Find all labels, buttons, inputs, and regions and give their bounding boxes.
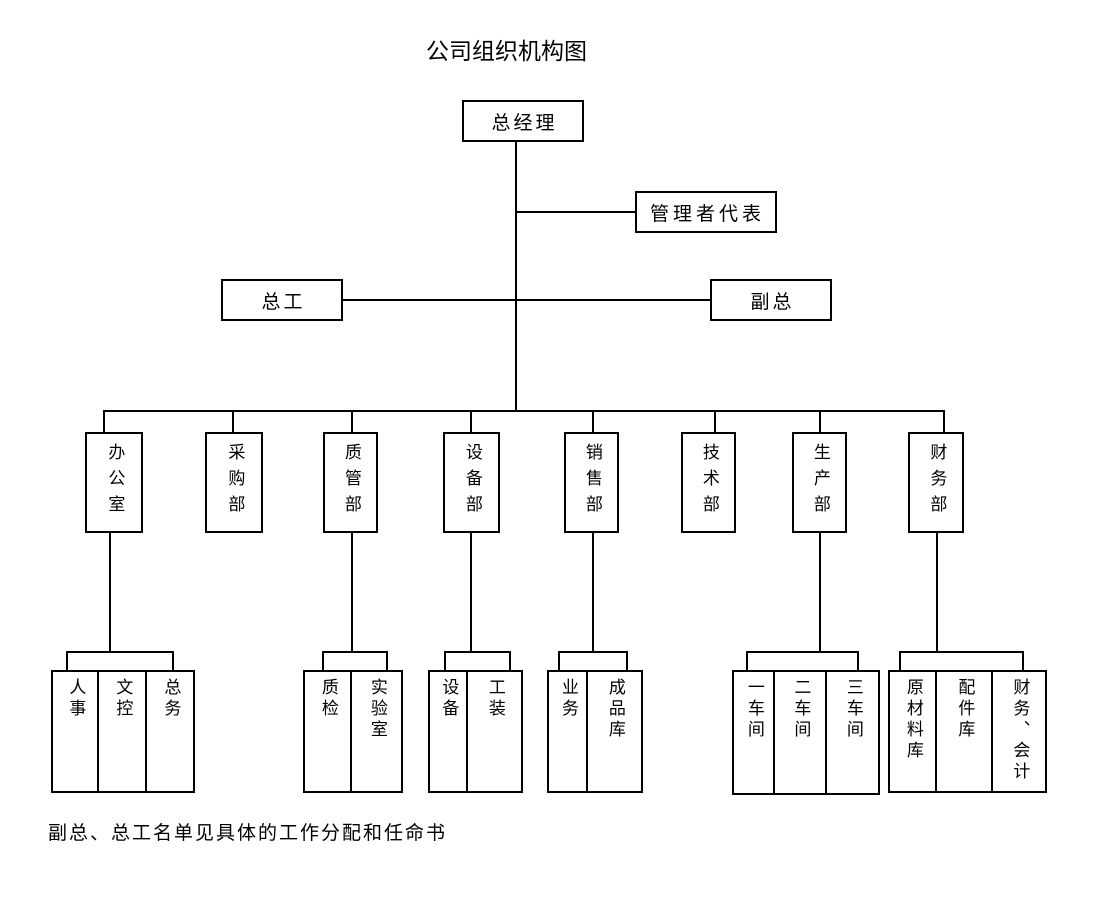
box-sub-tooling: 工装 [466, 670, 523, 793]
box-sub-finance-accounting: 财务、会计 [991, 670, 1047, 793]
connector-bracket-stub [899, 651, 901, 672]
connector-dropline [819, 531, 821, 653]
connector-bracket-bar [66, 651, 174, 653]
connector-stub [819, 410, 821, 433]
connector-dropline [109, 531, 111, 653]
box-sub-raw-material-warehouse: 原材料库 [888, 670, 937, 793]
dept-label: 生产部 [810, 443, 830, 521]
connector-stub [232, 410, 234, 433]
connector-stub [592, 410, 594, 433]
box-dept-equipment: 设备部 [443, 432, 500, 533]
box-dept-technology: 技术部 [681, 432, 736, 533]
dept-label: 办公室 [105, 443, 125, 521]
connector-staff-row [342, 299, 711, 301]
connector-stub [714, 410, 716, 433]
connector-bracket-bar [444, 651, 511, 653]
connector-mgmt-rep [515, 211, 636, 213]
connector-bracket-stub [386, 651, 388, 672]
connector-bracket-stub [509, 651, 511, 672]
sub-label: 三车间 [843, 678, 863, 741]
connector-bracket-stub [444, 651, 446, 672]
connector-dropline [470, 531, 472, 653]
sub-label: 人事 [66, 678, 86, 720]
connector-bracket-bar [322, 651, 388, 653]
box-chief-engineer: 总工 [221, 279, 343, 321]
connector-bracket-bar [558, 651, 628, 653]
dept-label: 设备部 [462, 443, 482, 521]
connector-bracket-bar [899, 651, 1024, 653]
box-sub-finished-goods-warehouse: 成品库 [586, 670, 643, 793]
box-sub-workshop-1: 一车间 [732, 670, 775, 795]
box-sub-laboratory: 实验室 [350, 670, 403, 793]
box-dept-purchasing: 采购部 [205, 432, 263, 533]
connector-stub [351, 410, 353, 433]
sub-label: 文控 [113, 678, 133, 720]
connector-stub [103, 410, 105, 433]
box-sub-workshop-2: 二车间 [773, 670, 827, 795]
box-sub-business: 业务 [547, 670, 588, 793]
connector-bracket-stub [558, 651, 560, 672]
box-dept-finance: 财务部 [908, 432, 964, 533]
sub-label: 业务 [558, 678, 578, 720]
connector-dropline [936, 531, 938, 653]
connector-bracket-stub [626, 651, 628, 672]
connector-bracket-stub [746, 651, 748, 672]
dept-label: 销售部 [582, 443, 602, 521]
connector-trunk [515, 141, 517, 412]
connector-bracket-stub [66, 651, 68, 672]
dept-label: 采购部 [225, 443, 245, 521]
box-dept-office: 办公室 [85, 432, 143, 533]
sub-label: 设备 [439, 678, 459, 720]
sub-label: 配件库 [955, 678, 975, 741]
dept-label: 财务部 [927, 443, 947, 521]
connector-stub [470, 410, 472, 433]
sub-label: 财务、会计 [1010, 678, 1030, 783]
box-dept-production: 生产部 [792, 432, 847, 533]
box-deputy-general-manager: 副总 [710, 279, 832, 321]
footnote: 副总、总工名单见具体的工作分配和任命书 [48, 823, 448, 844]
box-management-representative: 管理者代表 [635, 191, 777, 233]
connector-bracket-bar [746, 651, 859, 653]
box-sub-parts-warehouse: 配件库 [935, 670, 993, 793]
sub-label: 原材料库 [903, 678, 923, 762]
sub-label: 总务 [161, 678, 181, 720]
dept-label: 技术部 [699, 443, 719, 521]
connector-bracket-stub [322, 651, 324, 672]
sub-label: 二车间 [791, 678, 811, 741]
box-sub-general-affairs: 总务 [145, 670, 195, 793]
sub-label: 一车间 [744, 678, 764, 741]
box-sub-hr: 人事 [51, 670, 99, 793]
connector-bracket-stub [172, 651, 174, 672]
box-sub-equipment: 设备 [428, 670, 468, 793]
sub-label: 实验室 [367, 678, 387, 741]
connector-dept-bar [103, 410, 945, 412]
box-sub-document-control: 文控 [97, 670, 147, 793]
box-dept-sales: 销售部 [564, 432, 619, 533]
box-sub-quality-inspection: 质检 [303, 670, 352, 793]
box-dept-quality: 质管部 [323, 432, 378, 533]
sub-label: 工装 [485, 678, 505, 720]
sub-label: 质检 [318, 678, 338, 720]
connector-stub [943, 410, 945, 433]
connector-dropline [592, 531, 594, 653]
page-title: 公司组织机构图 [426, 39, 587, 64]
sub-label: 成品库 [605, 678, 625, 741]
connector-bracket-stub [1022, 651, 1024, 672]
box-general-manager: 总经理 [462, 100, 584, 142]
box-sub-workshop-3: 三车间 [825, 670, 880, 795]
connector-bracket-stub [857, 651, 859, 672]
dept-label: 质管部 [341, 443, 361, 521]
connector-dropline [351, 531, 353, 653]
